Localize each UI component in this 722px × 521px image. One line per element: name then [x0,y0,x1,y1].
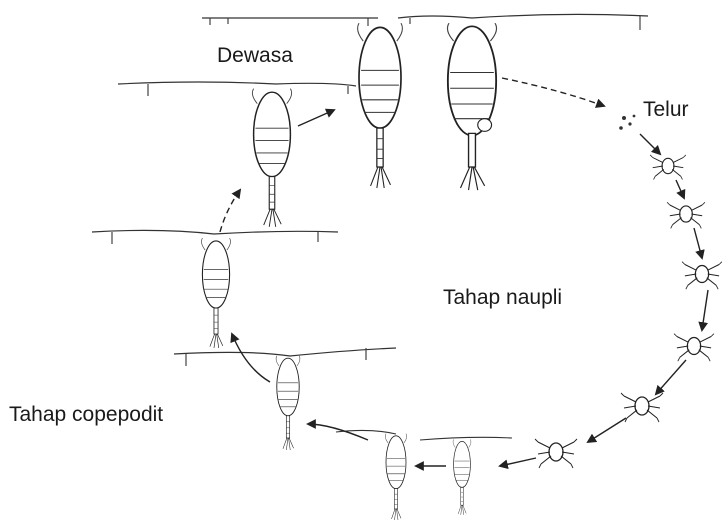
arrow-n3-to-n4 [702,290,708,330]
nauplius-stage-3 [682,262,722,290]
arrow-n2-to-n3 [694,228,702,258]
label-copepodid-stage: Tahap copepodit [6,403,166,427]
arrow-egg-to-n1 [640,134,660,154]
arrow-n5-to-n6 [588,418,626,442]
label-egg: Telur [640,98,692,122]
copepodid-stage-2 [336,430,407,520]
copepodid-stage-3 [174,348,396,450]
nauplius-stage-6 [535,439,577,468]
label-adult: Dewasa [214,44,296,68]
egg-cluster [619,115,635,130]
nauplius-stage-4 [674,334,714,362]
nauplius-stage-5 [621,393,663,422]
label-nauplius-stage: Tahap naupli [440,286,565,310]
nauplius-stage-1 [650,155,686,180]
copepodid-stage-4 [92,230,338,348]
copepodid-stage-5 [118,82,356,227]
arrow-adult-to-egg [502,78,604,106]
adult-copepod-right [398,14,648,190]
nauplius-stage-2 [667,202,705,228]
arrow-c3-to-c4 [232,334,270,382]
arrow-n1-to-n2 [676,180,684,198]
copepodid-stage-1 [420,437,512,514]
arrow-c5-to-adult [298,110,334,126]
arrow-n4-to-n5 [656,360,686,394]
arrow-n6-to-c1 [500,458,536,466]
arrow-c4-to-c5 [220,190,240,232]
